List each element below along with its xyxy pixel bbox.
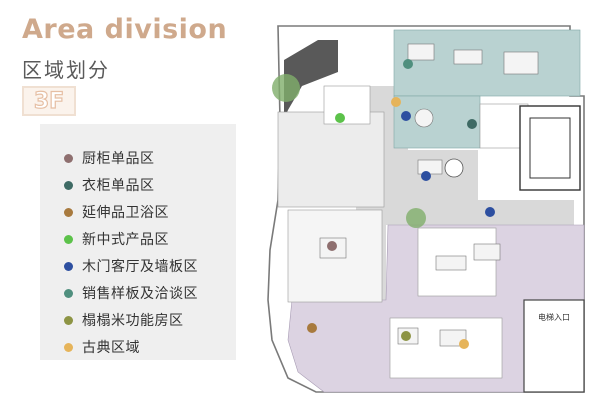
zone-marker	[327, 241, 337, 251]
structure-block	[519, 105, 581, 191]
legend-dot	[64, 180, 73, 190]
legend-dot	[64, 261, 73, 271]
zone-marker	[485, 207, 495, 217]
legend-item-wooden-door: 木门客厅及墙板区	[64, 256, 198, 276]
furniture	[473, 243, 501, 261]
legend-label: 衣柜单品区	[82, 178, 155, 194]
room-white-upper	[323, 85, 371, 125]
room-grey-center	[277, 111, 385, 208]
left-panel: Area division 区域划分 3F 厨柜单品区 衣柜单品区 延伸品卫浴区…	[0, 0, 258, 402]
plant-icon	[272, 74, 300, 102]
zone-marker	[335, 113, 345, 123]
furniture	[407, 43, 435, 61]
zone-marker	[391, 97, 401, 107]
legend-dot	[64, 234, 73, 244]
furniture	[453, 49, 483, 65]
wall-band	[284, 40, 338, 120]
furniture-table	[444, 158, 464, 178]
furniture	[435, 255, 467, 271]
legend-item-new-chinese: 新中式产品区	[64, 229, 169, 249]
plant-icon	[406, 208, 426, 228]
furniture	[503, 51, 539, 75]
zone-marker	[467, 119, 477, 129]
elevator-label: 电梯入口	[538, 312, 570, 322]
zone-marker	[403, 59, 413, 69]
zone-marker	[401, 331, 411, 341]
legend-label: 新中式产品区	[82, 232, 169, 248]
room-white-bottom	[389, 317, 503, 379]
legend-label: 厨柜单品区	[82, 151, 155, 167]
legend-item-classical: 古典区域	[64, 337, 140, 357]
legend-label: 木门客厅及墙板区	[82, 259, 198, 275]
legend-item-wardrobe: 衣柜单品区	[64, 175, 155, 195]
floor-label: 3F	[33, 88, 65, 114]
zone-marker	[307, 323, 317, 333]
elevator-entrance	[523, 299, 585, 393]
zone-marker	[401, 111, 411, 121]
title-chinese: 区域划分	[22, 58, 110, 82]
legend-label: 榻榻米功能房区	[82, 313, 184, 329]
legend-dot	[64, 342, 73, 352]
title-english: Area division	[22, 14, 228, 45]
zone-teal-top	[393, 29, 581, 97]
legend-label: 销售样板及洽谈区	[82, 286, 198, 302]
legend-dot	[64, 288, 73, 298]
floor-badge: 3F	[22, 86, 76, 116]
legend-item-tatami: 榻榻米功能房区	[64, 310, 184, 330]
floor-plan: 电梯入口	[258, 0, 600, 402]
furniture-table	[414, 108, 434, 128]
legend-item-sales-showroom: 销售样板及洽谈区	[64, 283, 198, 303]
floor-plan-drawing: 电梯入口	[267, 25, 585, 393]
legend-label: 延伸品卫浴区	[82, 205, 169, 221]
legend-dot	[64, 207, 73, 217]
zone-marker	[421, 171, 431, 181]
legend-item-bathroom: 延伸品卫浴区	[64, 202, 169, 222]
legend-dot	[64, 315, 73, 325]
legend-item-kitchen-cabinet: 厨柜单品区	[64, 148, 155, 168]
furniture	[417, 159, 443, 175]
structure-inner	[529, 117, 571, 179]
legend: 厨柜单品区 衣柜单品区 延伸品卫浴区 新中式产品区 木门客厅及墙板区 销售样板及…	[40, 124, 236, 360]
zone-marker	[459, 339, 469, 349]
legend-label: 古典区域	[82, 340, 140, 356]
legend-dot	[64, 153, 73, 163]
zone-teal-mid	[393, 95, 481, 149]
